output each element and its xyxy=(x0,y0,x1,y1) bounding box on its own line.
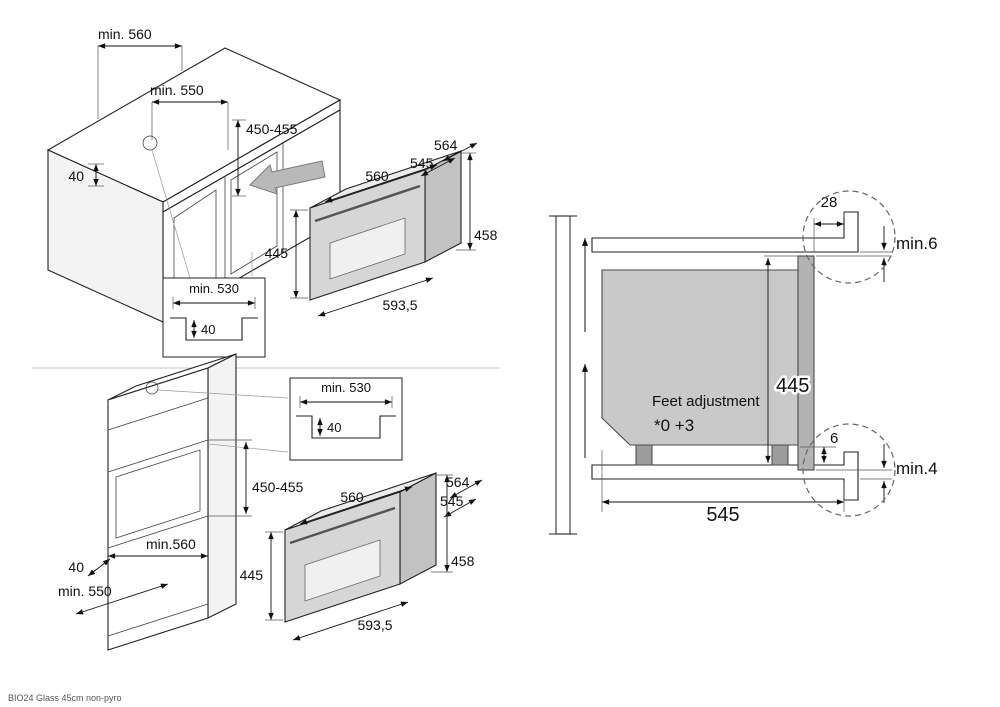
product-model-label: BIO24 Glass 45cm non-pyro xyxy=(8,693,122,703)
oven-height-body-label: 445 xyxy=(240,567,264,583)
detail-inset-top: min. 530 40 xyxy=(162,277,266,358)
side-section-scene: 28 min.6 445 Feet adjustment *0 +3 6 xyxy=(549,190,938,535)
insertion-arrow xyxy=(249,160,326,195)
detail-inset-bottom: min. 530 40 xyxy=(289,377,403,461)
oven-depth-door-label: 564 xyxy=(446,474,470,490)
oven-width-front-label: 593,5 xyxy=(357,617,392,633)
tall-cabinet-scene: min. 530 40 450-455 min.560 40 min. 550 xyxy=(58,353,483,651)
front-gap-label: 28 xyxy=(821,194,838,211)
detail-leader-line xyxy=(151,149,191,279)
top-clearance-label: min.6 xyxy=(896,234,938,253)
bottom-clearance-label: min.4 xyxy=(896,459,938,478)
detail-inset-box xyxy=(289,377,403,461)
oven-niche-opening xyxy=(115,449,201,539)
oven-height-body-label: 445 xyxy=(265,245,289,261)
inset-recess-depth-label: 40 xyxy=(327,420,341,435)
cabinet-seam xyxy=(107,397,209,431)
oven-door-window xyxy=(329,217,406,280)
base-gap-label: 40 xyxy=(68,559,84,575)
base-gap-dim: 40 xyxy=(68,558,111,577)
niche-width-label: min.560 xyxy=(146,536,196,552)
bottom-shelf xyxy=(591,451,859,501)
worktop-slab xyxy=(591,211,859,253)
inset-niche-width-label: min. 530 xyxy=(321,380,371,395)
worktop-hole xyxy=(142,135,158,151)
oven-depth-body-label: 545 xyxy=(410,155,434,171)
feet-adjustment-label: Feet adjustment xyxy=(652,393,760,410)
oven-depth-body-label: 545 xyxy=(440,493,464,509)
tall-cabinet-front-face xyxy=(107,367,209,651)
niche-top-edge xyxy=(107,439,209,473)
wall-panel xyxy=(555,215,571,535)
niche-height-label: 450-455 xyxy=(252,479,304,495)
inset-recess-depth-label: 40 xyxy=(201,322,215,337)
oven-height-front-label: 458 xyxy=(451,553,475,569)
inset-niche-width-label: min. 530 xyxy=(189,281,239,296)
niche-depth-label: 545 xyxy=(706,504,739,526)
detail-circle-bottom xyxy=(802,423,896,517)
shelf-recess-profile xyxy=(170,317,258,341)
worktop-depth-dim: min. 560 xyxy=(97,26,183,119)
base-cabinet-scene: min. 560 min. 550 450-455 40 min. 530 xyxy=(46,26,498,358)
oven-height-front-label: 458 xyxy=(474,227,498,243)
oven-width-front-label: 593,5 xyxy=(382,297,417,313)
oven-width-top-label: 560 xyxy=(365,168,389,184)
niche-height-label: 450-455 xyxy=(246,121,298,137)
oven-body-section xyxy=(601,269,801,446)
niche-width-dim: min.560 xyxy=(108,536,208,559)
oven-isometric-bottom: 564 545 560 445 458 593,5 xyxy=(240,472,483,641)
cabinet-depth-label: min. 550 xyxy=(150,82,204,98)
oven-width-top-label: 560 xyxy=(340,489,364,505)
detail-leader-line xyxy=(157,389,289,399)
niche-bottom-edge xyxy=(107,515,209,549)
shelf-recess-profile xyxy=(296,415,396,439)
niche-height-dim: 450-455 xyxy=(232,119,298,197)
oven-foot-front xyxy=(771,444,789,466)
oven-depth-door-label: 564 xyxy=(434,137,458,153)
top-clearance-dim: min.6 xyxy=(816,226,938,282)
bottom-gap-label: 6 xyxy=(830,430,838,447)
worktop-gap-dim: 40 xyxy=(68,163,104,187)
oven-isometric-top: 564 545 560 445 458 593,5 xyxy=(265,137,498,317)
feet-adjustment-range: *0 +3 xyxy=(654,416,694,435)
top-vent-hole xyxy=(145,381,159,395)
worktop-gap-label: 40 xyxy=(68,168,84,184)
cabinet-depth-dim: min. 550 xyxy=(58,583,169,615)
oven-front-frame xyxy=(797,255,815,471)
oven-height-label: 445 xyxy=(776,375,809,397)
cabinet-depth-label: min. 550 xyxy=(58,583,112,599)
oven-height-dim: 445 xyxy=(764,255,812,463)
niche-height-dim: 450-455 xyxy=(208,439,304,517)
oven-foot-rear xyxy=(635,444,653,466)
oven-door-window xyxy=(304,539,381,602)
plinth-seam xyxy=(107,603,209,637)
detail-circle-top xyxy=(802,190,896,284)
worktop-depth-label: min. 560 xyxy=(98,26,152,42)
niche-depth-dim: 545 xyxy=(601,450,845,529)
cabinet-depth-dim: min. 550 xyxy=(150,82,229,150)
bottom-gap-dim: 6 xyxy=(800,428,841,463)
oven-niche-opening xyxy=(230,151,278,275)
